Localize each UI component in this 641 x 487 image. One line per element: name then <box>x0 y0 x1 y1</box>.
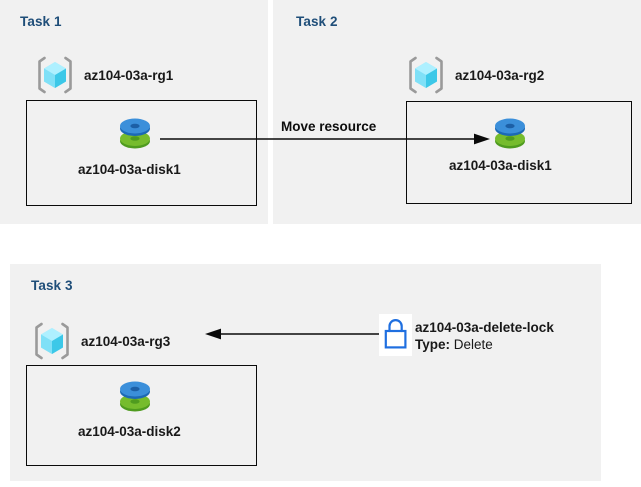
resource-group-row-rg1: az104-03a-rg1 <box>34 54 173 96</box>
resource-box-task-1 <box>26 100 257 206</box>
delete-lock-arrow <box>205 328 383 340</box>
delete-lock-info: az104-03a-delete-lock Type: Delete <box>415 319 554 353</box>
move-resource-label: Move resource <box>281 119 377 134</box>
lock-icon <box>379 314 412 356</box>
disk-icon <box>495 118 525 149</box>
panel-title-task-3: Task 3 <box>31 278 73 293</box>
resource-group-row-rg2: az104-03a-rg2 <box>405 54 544 96</box>
resource-group-label-rg1: az104-03a-rg1 <box>84 67 174 83</box>
resource-box-task-2 <box>406 101 632 204</box>
delete-lock-type-label: Type: <box>415 337 451 352</box>
resource-label-disk2-task3: az104-03a-disk2 <box>78 424 181 439</box>
disk-icon <box>120 381 150 412</box>
delete-lock-type-value: Delete <box>453 337 493 352</box>
disk-icon <box>120 118 150 149</box>
resource-group-row-rg3: az104-03a-rg3 <box>31 320 170 362</box>
resource-group-icon <box>34 54 76 96</box>
resource-label-disk1-task1: az104-03a-disk1 <box>78 162 181 177</box>
move-resource-arrow <box>160 133 490 145</box>
resource-group-icon <box>31 320 73 362</box>
panel-title-task-1: Task 1 <box>20 14 62 29</box>
resource-group-label-rg2: az104-03a-rg2 <box>455 67 545 83</box>
resource-label-disk1-task2: az104-03a-disk1 <box>449 158 552 173</box>
panel-title-task-2: Task 2 <box>296 14 338 29</box>
delete-lock-type-line: Type: Delete <box>415 336 554 353</box>
resource-group-label-rg3: az104-03a-rg3 <box>81 333 171 349</box>
resource-box-task-3 <box>26 365 257 466</box>
resource-group-icon <box>405 54 447 96</box>
delete-lock-name: az104-03a-delete-lock <box>415 320 554 335</box>
